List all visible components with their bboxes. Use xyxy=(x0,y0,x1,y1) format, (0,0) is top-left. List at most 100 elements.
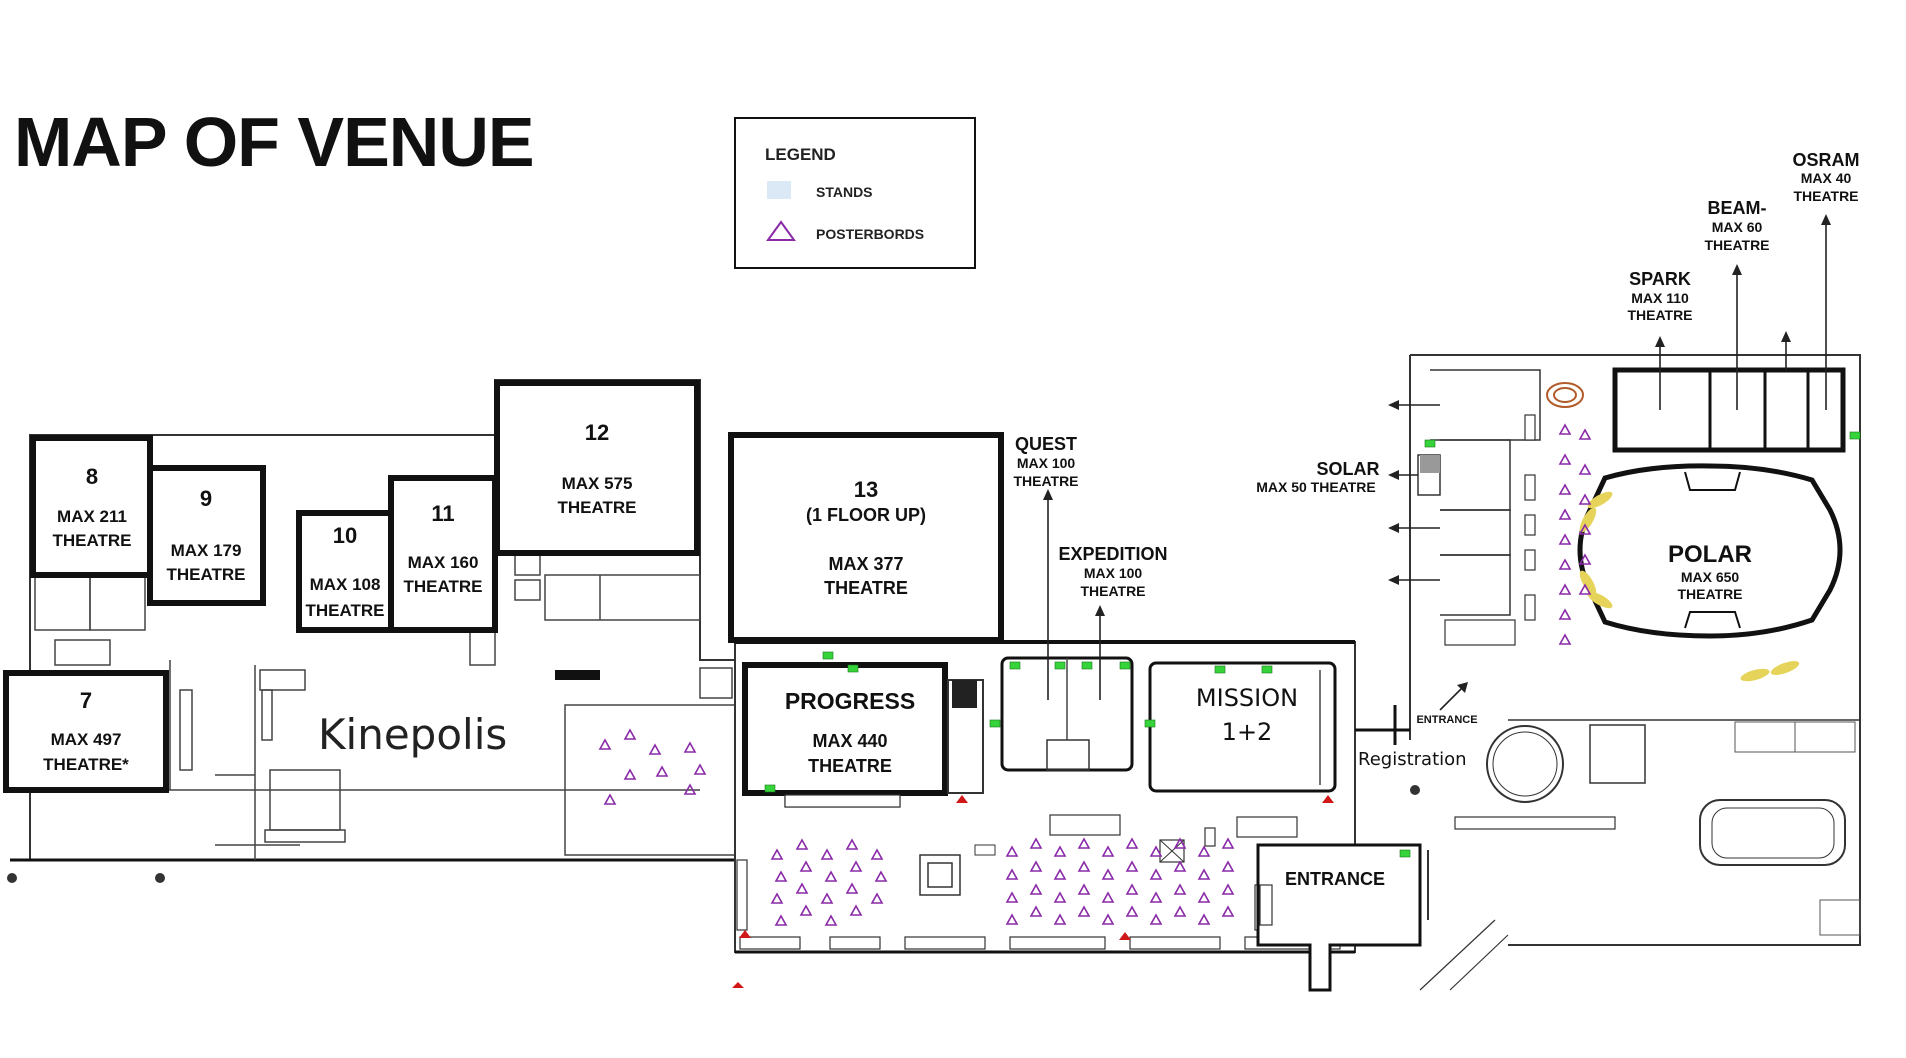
room-11-number: 11 xyxy=(431,501,454,526)
entrance-arrow-icon xyxy=(1439,684,1466,711)
posterboard-icon xyxy=(1173,860,1187,872)
kinepolis-label: Kinepolis xyxy=(318,710,507,759)
quest-label: QUEST MAX 100 THEATRE xyxy=(1013,434,1079,700)
posterboard-icon xyxy=(1005,891,1019,903)
posterboard-icon xyxy=(1558,423,1572,435)
beam-label: BEAM- MAX 60 THEATRE xyxy=(1704,198,1791,410)
room-quest-expedition-block[interactable] xyxy=(1000,656,1134,772)
room-11-capacity: MAX 160 xyxy=(408,553,479,572)
room-10[interactable]: 10 MAX 108 THEATRE xyxy=(296,510,394,633)
spark-arrow-icon xyxy=(1655,336,1665,347)
mission-sub: 1+2 xyxy=(1222,718,1273,746)
room-13-floor: (1 FLOOR UP) xyxy=(806,505,926,525)
osram-type: THEATRE xyxy=(1793,188,1858,204)
exit-sign-icon xyxy=(1081,661,1093,670)
posterboard-icon xyxy=(799,904,813,916)
posterboard-icon xyxy=(1558,558,1572,570)
posterboard-icon xyxy=(1578,428,1592,440)
posterboard-icon xyxy=(1173,905,1187,917)
posterboard-icon xyxy=(683,741,697,753)
polar-name: POLAR xyxy=(1668,541,1752,568)
room-9-capacity: MAX 179 xyxy=(171,541,242,560)
posterboard-icon xyxy=(648,743,662,755)
posterboard-icon xyxy=(623,728,637,740)
posterboard-icon xyxy=(1173,883,1187,895)
room-10-number: 10 xyxy=(333,523,357,548)
posterboard-icon xyxy=(1558,453,1572,465)
beam-type: THEATRE xyxy=(1704,237,1769,253)
posterboard-icon xyxy=(824,870,838,882)
posterboard-icon xyxy=(1221,860,1235,872)
posterboard-icon xyxy=(603,793,617,805)
posterboard-icon xyxy=(824,914,838,926)
posterboard-icon xyxy=(845,838,859,850)
posterboard-icon xyxy=(1125,905,1139,917)
exit-sign-icon xyxy=(764,784,776,793)
posterboard-icon xyxy=(849,904,863,916)
posterboard-icon xyxy=(1221,905,1235,917)
location-dot-icon xyxy=(7,873,17,883)
room-10-type: THEATRE xyxy=(305,601,384,620)
posterboard-icon xyxy=(1029,883,1043,895)
room-11[interactable]: 11 MAX 160 THEATRE xyxy=(388,475,498,633)
posterboard-icon xyxy=(1578,583,1592,595)
room-polar[interactable]: POLAR MAX 650 THEATRE xyxy=(1577,463,1843,684)
room-8[interactable]: 8 MAX 211 THEATRE xyxy=(30,435,153,578)
posterboard-icon xyxy=(623,768,637,780)
room-13-capacity: MAX 377 xyxy=(828,554,903,574)
solar-capacity: MAX 50 THEATRE xyxy=(1256,479,1376,495)
location-dot-icon xyxy=(155,873,165,883)
posterboard-icon xyxy=(1558,608,1572,620)
osram-name: OSRAM xyxy=(1793,150,1860,170)
quest-name: QUEST xyxy=(1015,434,1077,454)
room-12-type: THEATRE xyxy=(557,498,636,517)
exit-sign-icon xyxy=(1261,665,1273,674)
room-12[interactable]: 12 MAX 575 THEATRE xyxy=(494,380,700,556)
stand-row-bottom xyxy=(739,936,1341,950)
room-9[interactable]: 9 MAX 179 THEATRE xyxy=(147,465,266,606)
beam-capacity: MAX 60 xyxy=(1712,219,1763,235)
entrance-small-label: ENTRANCE xyxy=(1416,714,1477,726)
progress-type: THEATRE xyxy=(808,756,892,776)
emergency-exits xyxy=(764,431,1861,858)
room-13-number: 13 xyxy=(854,477,878,502)
location-dot-icon xyxy=(1410,785,1420,795)
posterboard-icon xyxy=(1558,508,1572,520)
expedition-label: EXPEDITION MAX 100 THEATRE xyxy=(1058,544,1168,700)
room-progress[interactable]: PROGRESS MAX 440 THEATRE xyxy=(742,662,984,808)
posterboard-icon xyxy=(1197,913,1211,925)
posterboard-icon xyxy=(1149,868,1163,880)
room-7-number: 7 xyxy=(80,688,92,713)
progress-name: PROGRESS xyxy=(785,688,915,714)
room-7[interactable]: 7 MAX 497 THEATRE* xyxy=(3,670,169,793)
exit-sign-icon xyxy=(847,664,859,673)
exit-sign-icon xyxy=(822,651,834,660)
posterboard-icon xyxy=(1053,845,1067,857)
expedition-name: EXPEDITION xyxy=(1058,544,1167,564)
room-13[interactable]: 13 (1 FLOOR UP) MAX 377 THEATRE xyxy=(728,432,1004,643)
posterboard-icon xyxy=(1053,891,1067,903)
room-7-capacity: MAX 497 xyxy=(51,730,122,749)
posterboard-icon xyxy=(799,860,813,872)
solar-label: SOLAR MAX 50 THEATRE xyxy=(1256,459,1418,495)
posterboard-icon xyxy=(1005,913,1019,925)
exit-sign-icon xyxy=(1144,719,1156,728)
posterboard-icon xyxy=(1558,583,1572,595)
posterboard-icon xyxy=(1125,883,1139,895)
exit-sign-icon xyxy=(1849,431,1861,440)
osram-arrow-icon xyxy=(1821,214,1831,225)
posterboard-icon xyxy=(770,848,784,860)
expedition-type: THEATRE xyxy=(1080,583,1145,599)
posterboard-icon xyxy=(870,892,884,904)
room-8-capacity: MAX 211 xyxy=(57,507,127,526)
posterboard-icon xyxy=(1578,463,1592,475)
posterboard-icon xyxy=(795,838,809,850)
room-9-number: 9 xyxy=(200,486,212,511)
room-mission-1-2[interactable]: MISSION 1+2 xyxy=(1148,661,1337,793)
posterboard-icon xyxy=(1149,845,1163,857)
posterboard-icon xyxy=(845,882,859,894)
posterboard-icon xyxy=(849,860,863,872)
posterboard-triangle-icon xyxy=(766,220,796,241)
beam-arrow-icon xyxy=(1732,264,1742,275)
